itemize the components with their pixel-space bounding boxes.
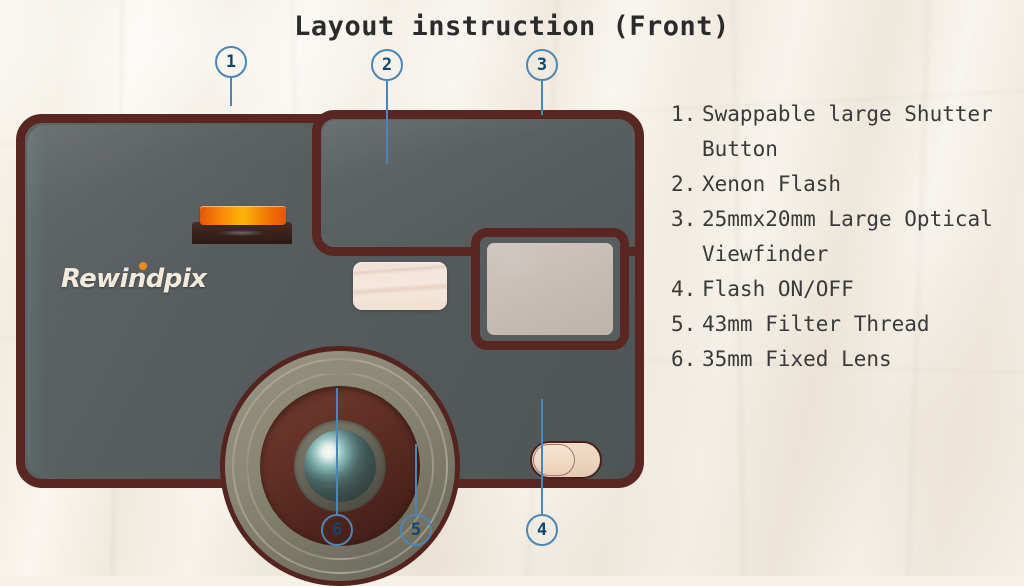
page-title: Layout instruction (Front) [294, 11, 730, 42]
callout-1-stem [230, 78, 232, 106]
legend-item-number: 5. [671, 312, 697, 336]
callout-2-stem [386, 81, 388, 164]
callout-5-stem [415, 444, 417, 514]
callout-4-stem [541, 399, 543, 514]
viewfinder [471, 228, 629, 350]
legend-item-text: Flash ON/OFF [702, 277, 854, 301]
legend-item-number: 1. [671, 102, 697, 126]
list-item: 6. 35mm Fixed Lens [671, 342, 1011, 377]
callout-4-bubble[interactable]: 4 [526, 514, 558, 546]
brand-logo: Rewindpix [61, 262, 207, 294]
list-item: 2. Xenon Flash [671, 167, 1011, 202]
shutter-button[interactable] [200, 206, 286, 225]
camera-illustration: Rewindpix [16, 110, 644, 586]
legend-list: 1. Swappable large Shutter Button 2. Xen… [671, 97, 1011, 377]
list-item: 1. Swappable large Shutter Button [671, 97, 1011, 167]
flash-window [353, 262, 447, 310]
brand-logo-dot [139, 262, 147, 270]
legend-item-number: 4. [671, 277, 697, 301]
brand-logo-text: Rewindpix [61, 264, 207, 294]
legend-item-text: Xenon Flash [702, 172, 842, 196]
viewfinder-glass [487, 243, 613, 335]
viewfinder-glass-highlight [497, 251, 548, 283]
lens-glass-element [304, 430, 376, 502]
list-item: 4. Flash ON/OFF [671, 272, 1011, 307]
callout-3-stem [541, 81, 543, 115]
legend-item-number: 3. [671, 207, 697, 231]
shutter-button-base [192, 222, 292, 244]
list-item: 3. 25mmx20mm Large Optical Viewfinder [671, 202, 1011, 272]
callout-6-bubble[interactable]: 6 [321, 514, 353, 546]
legend-item-text: 43mm Filter Thread [702, 312, 930, 336]
legend-item-text: 35mm Fixed Lens [702, 347, 892, 371]
legend-item-text: 25mmx20mm Large Optical Viewfinder [702, 207, 993, 266]
shutter-base-gloss [218, 230, 266, 237]
callout-5-bubble[interactable]: 5 [400, 514, 432, 546]
lens-assembly [220, 346, 460, 586]
legend-item-text: Swappable large Shutter Button [702, 102, 993, 161]
legend-item-number: 6. [671, 347, 697, 371]
flash-switch-knob[interactable] [533, 444, 575, 476]
callout-3-bubble[interactable]: 3 [526, 49, 558, 81]
callout-1-bubble[interactable]: 1 [215, 46, 247, 78]
list-item: 5. 43mm Filter Thread [671, 307, 1011, 342]
callout-6-stem [336, 388, 338, 514]
callout-2-bubble[interactable]: 2 [371, 49, 403, 81]
legend-item-number: 2. [671, 172, 697, 196]
